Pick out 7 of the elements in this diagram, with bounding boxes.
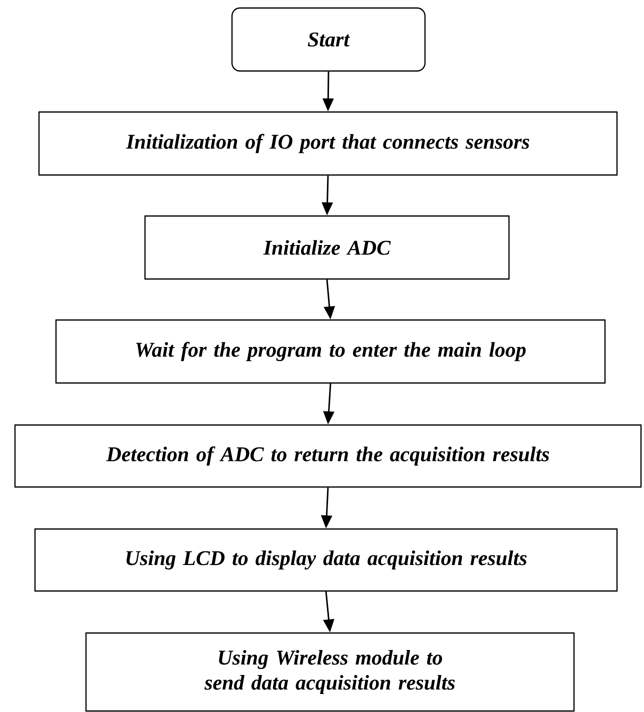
process-box: Initialize ADC	[144, 215, 510, 280]
process-box: Detection of ADC to return the acquisition results	[14, 424, 642, 488]
process-box: Wait for the program to enter the main loop	[55, 319, 606, 384]
process-box: Using Wireless module to send data acquisition results	[85, 632, 575, 712]
start-box: Start	[231, 7, 426, 72]
process-box: Initialization of IO port that connects sensors	[38, 111, 618, 176]
process-box: Using LCD to display data acquisition results	[34, 528, 618, 592]
